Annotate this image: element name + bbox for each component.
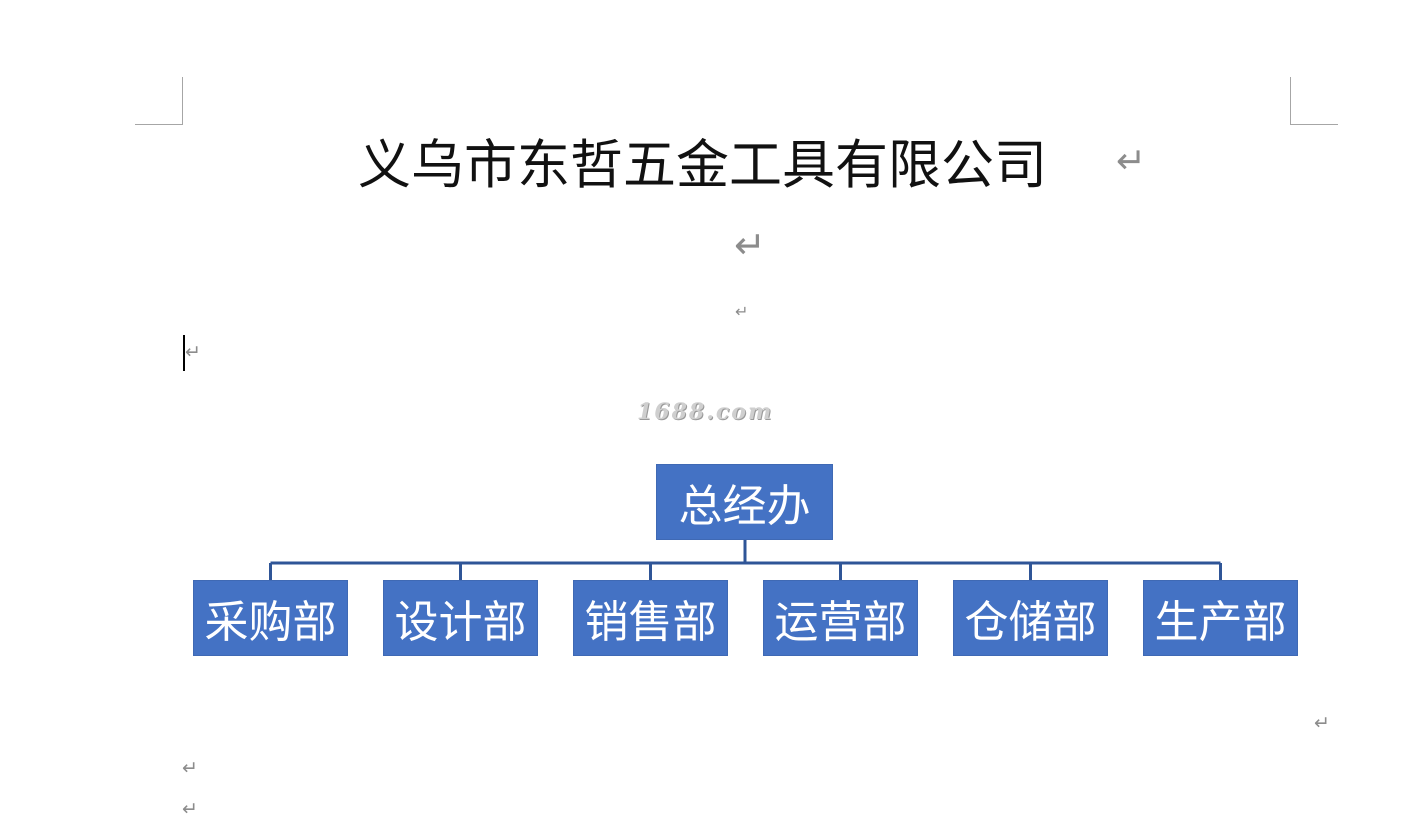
document-title[interactable]: 义乌市东哲五金工具有限公司 [358,135,1047,196]
paragraph-mark-icon[interactable]: ↵ [735,302,749,321]
paragraph-mark-icon[interactable]: ↵ [1314,712,1330,734]
org-chart-box-1[interactable]: 采购部 [193,580,348,656]
org-chart-root-box[interactable]: 总经办 [656,464,833,540]
page-corner-top-right-horizontal [1290,124,1338,125]
page-corner-top-left-vertical [182,77,183,125]
watermark-logo: 1688.com [637,399,774,425]
paragraph-mark-icon[interactable]: ↵ [734,223,766,267]
org-chart-box-5[interactable]: 仓储部 [953,580,1108,656]
paragraph-mark-icon[interactable]: ↵ [185,341,201,363]
paragraph-mark-icon: ↵ [1116,141,1147,182]
org-chart-box-3[interactable]: 销售部 [573,580,728,656]
text-cursor [183,335,185,371]
page-corner-top-left-horizontal [135,124,183,125]
org-chart-box-4[interactable]: 运营部 [763,580,918,656]
page-corner-top-right-vertical [1290,77,1291,125]
org-chart-box-2[interactable]: 设计部 [383,580,538,656]
paragraph-mark-icon[interactable]: ↵ [182,757,198,779]
paragraph-mark-icon[interactable]: ↵ [182,798,198,820]
org-chart-box-6[interactable]: 生产部 [1143,580,1298,656]
